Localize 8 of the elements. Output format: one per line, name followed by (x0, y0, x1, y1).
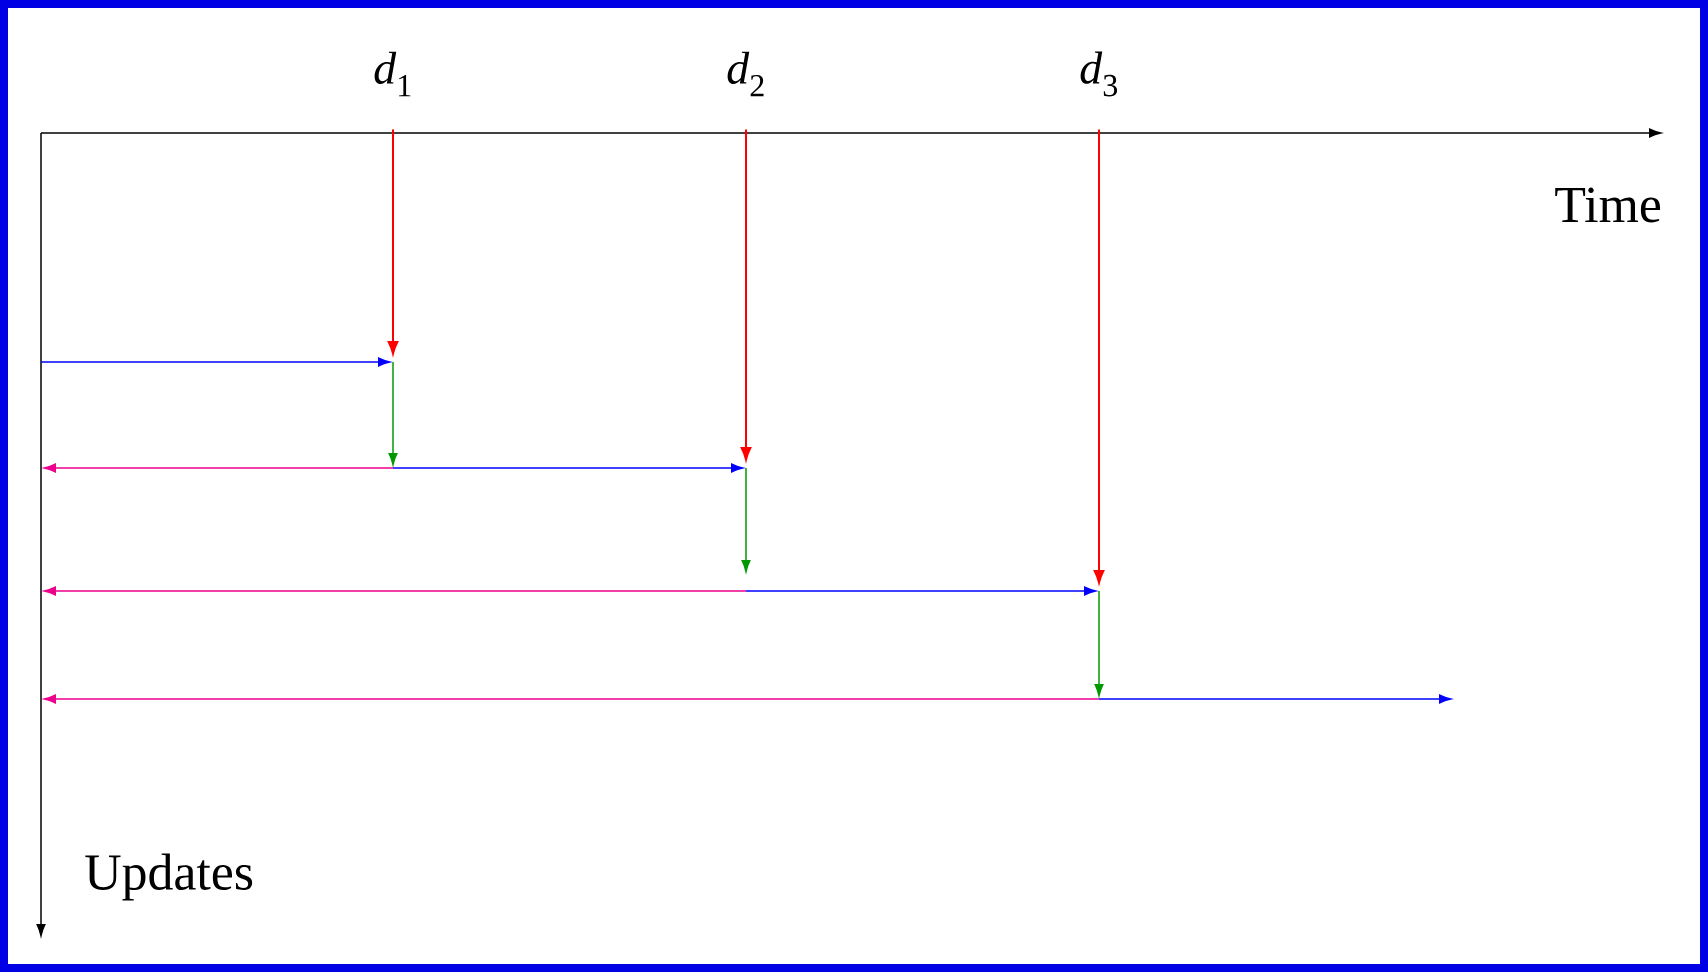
arrow (740, 128, 752, 461)
axis-label: Time (1555, 187, 1661, 223)
arrow (387, 128, 399, 355)
axis-label: d$_{1}$ (374, 51, 411, 97)
axis-label: d$_{2}$ (727, 51, 764, 97)
arrow (1093, 128, 1105, 584)
axis-label: d$_{3}$ (1080, 51, 1118, 97)
axis-label: Updates (85, 853, 253, 901)
